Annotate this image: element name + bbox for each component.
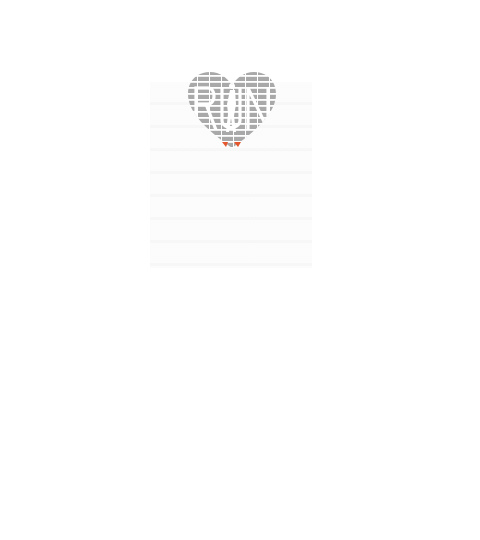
heart-shape	[188, 72, 276, 148]
letter-r	[194, 86, 218, 131]
heart-runner-logo-icon	[186, 70, 278, 152]
runner-silhouette-icon	[226, 83, 236, 132]
accent-marks	[222, 142, 241, 147]
letter-n	[246, 87, 270, 131]
letter-u	[220, 88, 242, 130]
logo-svg	[188, 72, 276, 148]
